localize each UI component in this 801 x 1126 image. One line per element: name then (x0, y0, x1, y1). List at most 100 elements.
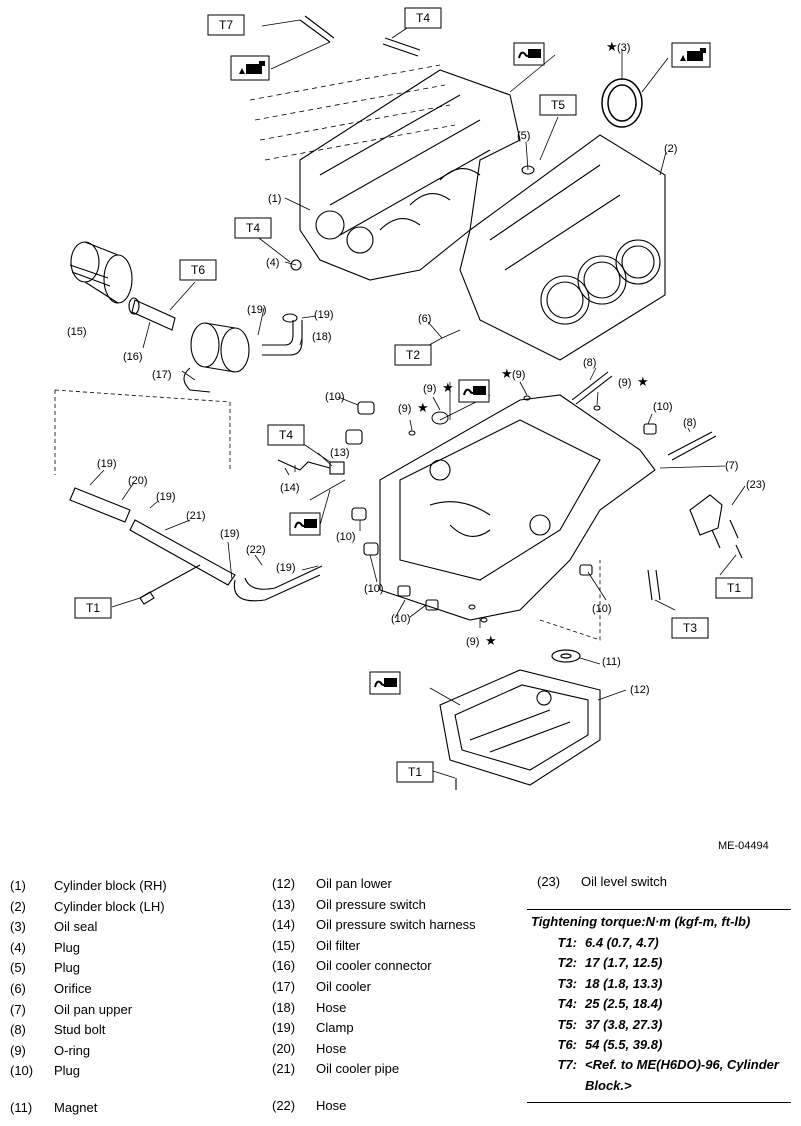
legend-item: (4) Plug (10, 938, 167, 959)
torque-value: 6.4 (0.7, 4.7) (585, 935, 659, 950)
legend-number: (3) (10, 919, 26, 935)
callout-1: (1) (268, 193, 281, 205)
legend-item: (22)Hose (272, 1096, 346, 1117)
callout-16: (16) (123, 351, 143, 363)
legend-item: (21)Oil cooler pipe (272, 1059, 476, 1080)
torque-tag-t1: T1 (396, 761, 434, 783)
oil-icon (230, 55, 270, 81)
legend-part-name: Orifice (54, 980, 92, 996)
legend-part-name: Hose (316, 999, 347, 1015)
callout-9: (9) (618, 377, 631, 389)
torque-key: T6: (557, 1037, 578, 1053)
legend-part-name: Cylinder block (LH) (54, 898, 165, 914)
legend-item: (7)Oil pan upper (10, 1000, 167, 1021)
callout-11: (11) (602, 656, 621, 668)
legend-part-name: Stud bolt (54, 1022, 106, 1038)
callout-19: (19) (314, 309, 334, 321)
legend-part-name: Oil pan lower (316, 876, 392, 891)
torque-title: Tightening torque:N·m (kgf-m, ft-lb) (531, 914, 751, 929)
callout-19: (19) (247, 304, 267, 316)
svg-text:T4: T4 (246, 221, 260, 235)
legend-number: (19) (272, 1020, 296, 1036)
legend-part-name: Oil level switch (581, 874, 667, 889)
callout-21: (21) (186, 510, 206, 522)
legend-item-hose-22: (22)Hose (272, 1096, 346, 1117)
legend-number: (8) (10, 1022, 26, 1038)
legend-number: (18) (272, 999, 296, 1015)
torque-tag-t4: T4 (234, 217, 272, 239)
oil-cooler-connector (128, 297, 176, 331)
legend-number: (7) (10, 1001, 26, 1017)
legend-part-name: Plug (54, 939, 81, 955)
cylinder-block-rh (249, 64, 521, 281)
legend-number: (20) (272, 1040, 296, 1056)
callout-2: (2) (664, 143, 677, 155)
oil-cooler-pipe (54, 389, 323, 602)
torque-tag-t6: T6 (179, 259, 217, 281)
callout-6: (6) (418, 313, 431, 325)
legend-number: (4) (10, 939, 26, 955)
torque-tag-t1: T1 (74, 597, 112, 619)
legend-number: (15) (272, 937, 296, 953)
callout-19: (19) (276, 562, 296, 574)
legend-part-name: Oil seal (54, 919, 98, 935)
sealant-icon (458, 379, 490, 403)
callout-9: (9) (512, 369, 525, 381)
legend-item: (3) Oil seal (10, 917, 167, 938)
svg-text:T5: T5 (551, 98, 565, 112)
star-icon: ★ (637, 374, 649, 389)
callout-13: (13) (330, 447, 350, 459)
callout-22: (22) (246, 544, 266, 556)
callout-15: (15) (67, 326, 87, 338)
sealant-icon (369, 671, 401, 695)
star-icon: ★ (501, 366, 513, 381)
svg-text:T7: T7 (219, 18, 233, 32)
legend-item: (2)Cylinder block (LH) (10, 897, 167, 918)
torque-tag-t4: T4 (267, 424, 305, 446)
figure-reference: ME-04494 (718, 840, 769, 852)
legend-part-name: Oil pressure switch (316, 896, 426, 912)
legend-item: (20)Hose (272, 1039, 476, 1060)
callout-5: (5) (517, 130, 530, 142)
callout-10: (10) (364, 583, 384, 595)
legend-number: (6) (10, 980, 26, 996)
legend-number: (11) (10, 1100, 33, 1115)
legend-column-3: (23)Oil level switch (537, 872, 667, 893)
legend-number: (1) (10, 878, 26, 893)
oil-pan-upper (379, 394, 656, 641)
callout-12: (12) (630, 684, 650, 696)
legend-item: (15) Oil filter (272, 936, 476, 957)
svg-text:T1: T1 (727, 581, 741, 595)
callout-9: (9) (423, 383, 436, 395)
legend-column-2: (12)Oil pan lower(13)Oil pressure switch… (272, 874, 476, 1080)
oil-filter (69, 241, 133, 304)
legend-item-magnet: (11)Magnet (10, 1098, 97, 1119)
callout-8: (8) (583, 357, 596, 369)
legend-number: (14) (272, 917, 296, 933)
callout-23: (23) (746, 479, 766, 491)
torque-row: T6:54 (5.5, 39.8) (527, 1035, 791, 1055)
cylinder-block-lh (459, 134, 666, 361)
legend-number: (21) (272, 1061, 296, 1077)
legend-number: (22) (272, 1098, 296, 1113)
torque-tag-t5: T5 (539, 94, 577, 116)
star-icon: ★ (417, 400, 429, 415)
callout-9: (9) (466, 636, 479, 648)
legend-part-name: Oil filter (316, 937, 361, 953)
legend-item: (8) Stud bolt (10, 1020, 167, 1041)
legend-number: (16) (272, 958, 296, 974)
torque-key: T2: (557, 955, 578, 971)
stud-bolts (571, 371, 717, 601)
torque-key: T5: (557, 1016, 578, 1032)
oil-cooler (183, 322, 250, 393)
svg-text:T4: T4 (279, 428, 293, 442)
callout-9: (9) (398, 403, 411, 415)
legend-number: (9) (10, 1042, 26, 1058)
torque-value: 25 (2.5, 18.4) (585, 996, 663, 1012)
legend-number: (10) (10, 1063, 34, 1079)
torque-key: T7: (557, 1057, 578, 1073)
star-icon: ★ (606, 39, 618, 54)
legend-item: (1)Cylinder block (RH) (10, 876, 167, 897)
callout-10: (10) (325, 391, 345, 403)
